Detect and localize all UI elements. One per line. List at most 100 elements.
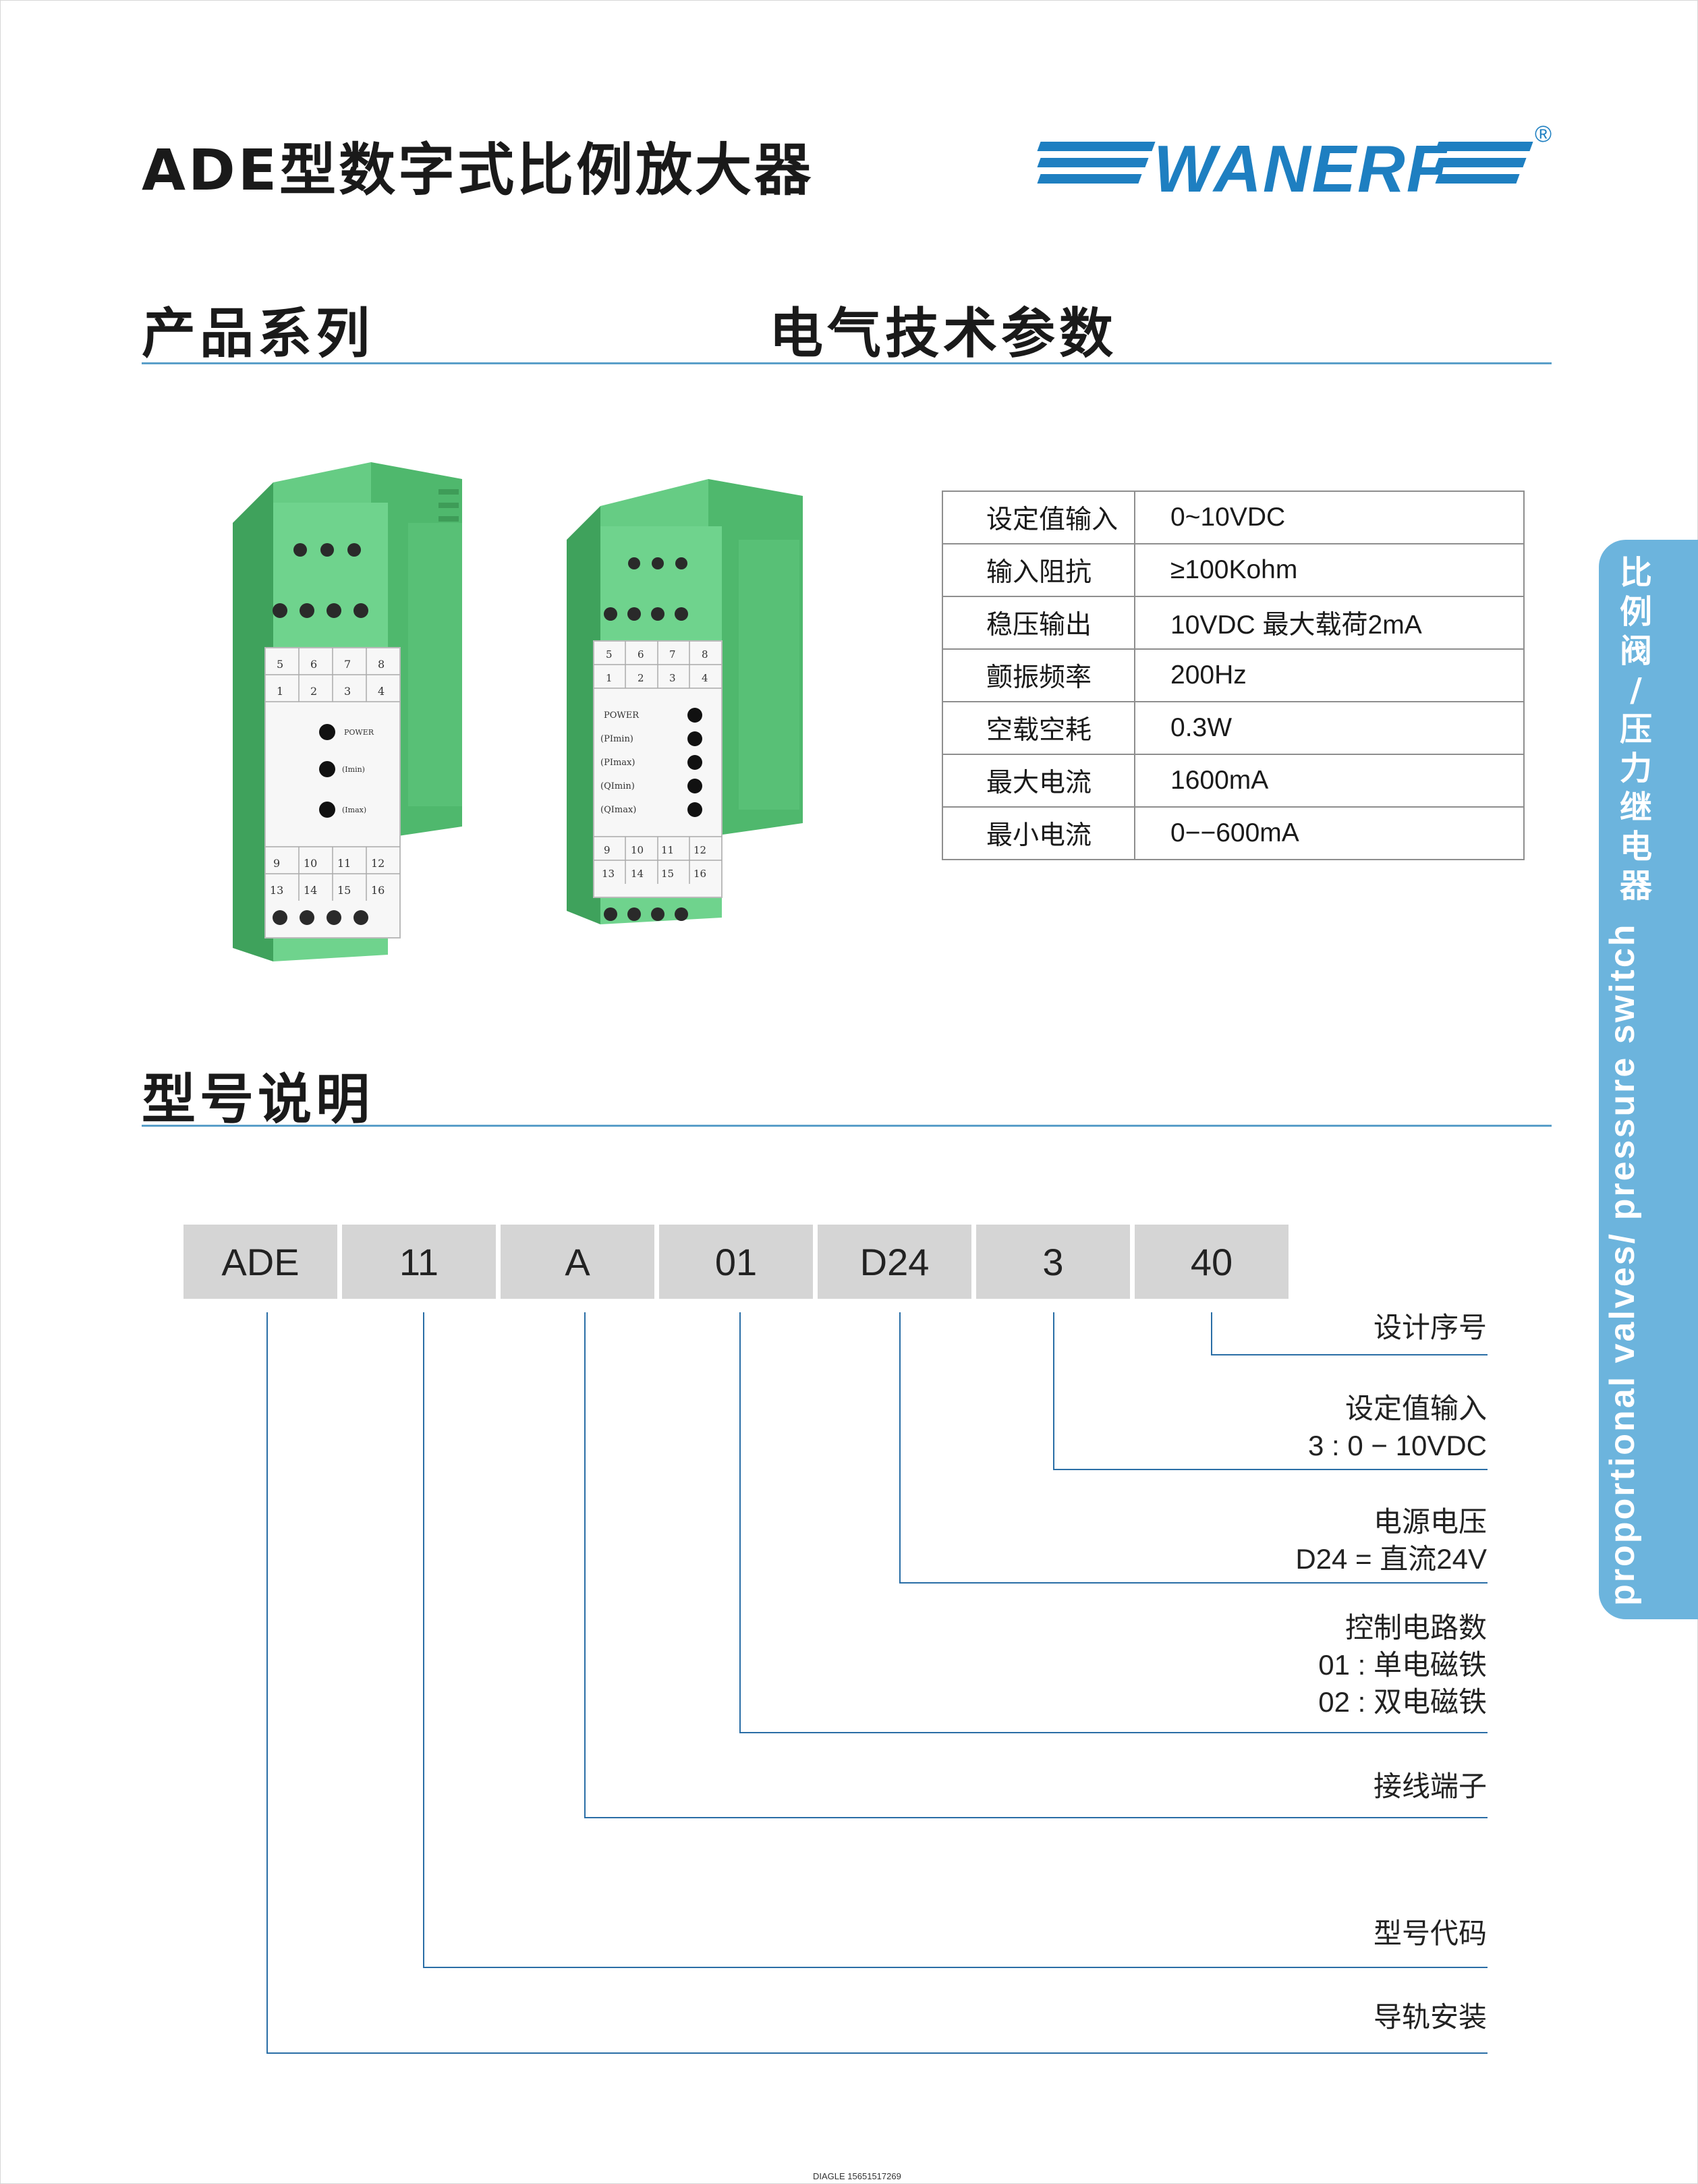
terminal-number: 13	[602, 868, 615, 880]
legend-terminal: 接线端子	[1373, 1770, 1487, 1802]
terminal-number: 11	[661, 844, 674, 856]
led-label: (PImax)	[600, 758, 635, 768]
wanerf-logo: WANERF ®	[1037, 121, 1552, 206]
registered-mark: ®	[1535, 121, 1552, 147]
section-heading-series: 产品系列	[142, 302, 374, 365]
logo-text: WANERF	[1154, 132, 1448, 206]
terminal-number: 6	[310, 658, 317, 671]
connector-line	[899, 1582, 1488, 1584]
terminal-number: 16	[694, 868, 706, 880]
param-value: 0.3W	[1134, 701, 1525, 755]
led-qimin-icon	[687, 779, 702, 793]
terminal-number: 10	[304, 857, 317, 870]
param-key: 空载空耗	[942, 701, 1135, 755]
terminal-number: 7	[669, 648, 676, 661]
led-label: (Imin)	[342, 765, 365, 774]
terminal-number: 5	[606, 648, 613, 661]
led-imin-icon	[319, 761, 335, 777]
terminal-number: 9	[273, 857, 280, 870]
legend-type-code: 型号代码	[1373, 1917, 1487, 1949]
terminal-number: 12	[694, 844, 706, 856]
connector-line	[739, 1312, 741, 1732]
param-key: 最小电流	[942, 806, 1135, 860]
led-label: (QImax)	[600, 805, 636, 815]
section-rule	[142, 1125, 1552, 1127]
table-row: 输入阻抗≥100Kohm	[942, 543, 1525, 597]
led-label: POWER	[344, 728, 374, 737]
led-label: POWER	[604, 710, 640, 721]
connector-line	[584, 1817, 1488, 1818]
product-image-ade-5-led: 5 6 7 8 1 2 3 4 9 10 11 12 13 14 15 16 P…	[567, 479, 803, 924]
terminal-number: 14	[304, 884, 317, 897]
connector-line	[423, 1967, 1488, 1968]
terminal-number: 13	[270, 884, 283, 897]
connector-line	[1053, 1312, 1054, 1469]
terminal-number: 16	[371, 884, 385, 897]
logo-stripes-right	[1435, 142, 1533, 190]
model-code-type: 11	[342, 1225, 496, 1299]
footer-note: DIAGLE 15651517269	[813, 2171, 901, 2181]
model-code-voltage: D24	[818, 1225, 971, 1299]
side-tab-chinese: 比例阀 /压力 继电器	[1619, 554, 1652, 905]
terminal-number: 5	[277, 658, 283, 671]
param-value: 0−−600mA	[1134, 806, 1525, 860]
model-code-setpoint: 3	[976, 1225, 1130, 1299]
terminal-number: 3	[344, 685, 351, 698]
led-power-icon	[319, 724, 335, 740]
side-category-tab	[1599, 540, 1698, 1619]
section-heading-model: 型号说明	[142, 1068, 374, 1131]
section-heading-electrical: 电气技术参数	[769, 302, 1117, 365]
connector-line	[899, 1312, 901, 1582]
connector-line	[584, 1312, 586, 1817]
param-key: 输入阻抗	[942, 543, 1135, 597]
connector-line	[423, 1312, 424, 1967]
terminal-number: 2	[638, 672, 644, 684]
led-imax-icon	[319, 802, 335, 818]
param-value: 10VDC 最大载荷2mA	[1134, 596, 1525, 650]
terminal-number: 10	[631, 844, 644, 856]
param-value: 200Hz	[1134, 648, 1525, 702]
product-image-ade-3-led: 5 6 7 8 1 2 3 4 9 10 11 12 13 14 15 16 P…	[233, 462, 462, 961]
led-power-icon	[687, 708, 702, 723]
param-key: 最大电流	[942, 754, 1135, 808]
led-label: (Imax)	[342, 806, 366, 814]
connector-line	[739, 1732, 1488, 1733]
led-label: (QImin)	[600, 781, 635, 791]
led-label: (PImin)	[600, 734, 633, 744]
terminal-number: 8	[702, 648, 708, 661]
led-pimax-icon	[687, 755, 702, 770]
param-key: 设定值输入	[942, 491, 1135, 544]
legend-design-number: 设计序号	[1373, 1312, 1487, 1343]
param-value: ≥100Kohm	[1134, 543, 1525, 597]
terminal-number: 15	[661, 868, 674, 880]
model-code-series: ADE	[183, 1225, 337, 1299]
param-value: 1600mA	[1134, 754, 1525, 808]
connector-line	[266, 2052, 1488, 2054]
logo-stripes-left	[1037, 142, 1156, 190]
param-value: 0~10VDC	[1134, 491, 1525, 544]
side-tab-english: proportional valves/ pressure switch	[1603, 922, 1642, 1606]
terminal-number: 1	[606, 672, 613, 684]
terminal-number: 2	[310, 685, 317, 698]
terminal-number: 15	[337, 884, 351, 897]
model-code-terminal: A	[501, 1225, 654, 1299]
page-title: ADE型数字式比例放大器	[142, 137, 814, 203]
terminal-number: 4	[702, 672, 708, 684]
param-key: 稳压输出	[942, 596, 1135, 650]
connector-line	[1211, 1354, 1488, 1355]
terminal-number: 6	[638, 648, 644, 661]
terminal-number: 11	[337, 857, 351, 870]
terminal-number: 8	[378, 658, 385, 671]
terminal-number: 12	[371, 857, 385, 870]
terminal-number: 7	[344, 658, 351, 671]
